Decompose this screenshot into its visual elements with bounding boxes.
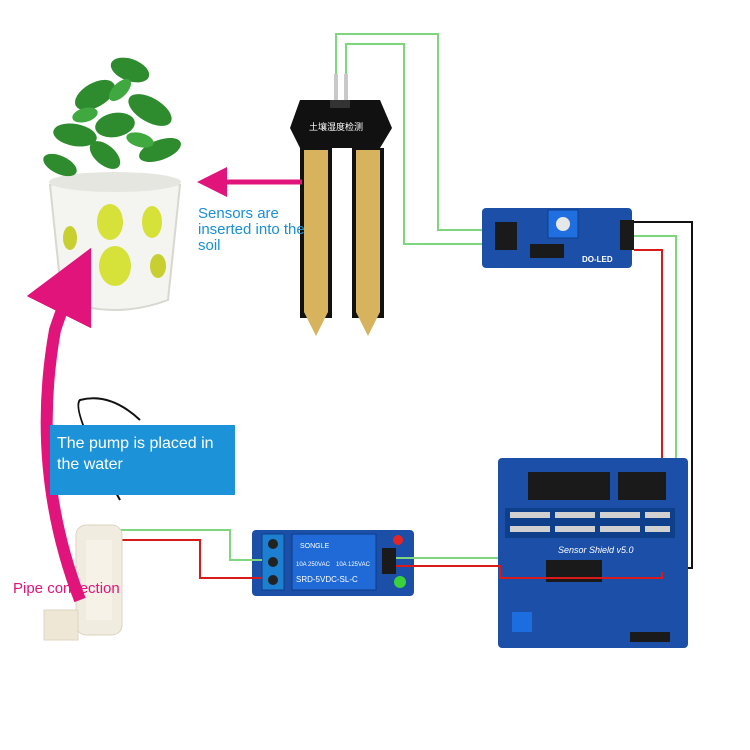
soil-probe-title: 土壤湿度检测 xyxy=(309,121,363,133)
shield-title: Sensor Shield v5.0 xyxy=(558,545,634,555)
plant-icon xyxy=(43,57,182,311)
relay-rating-2: 10A 125VAC xyxy=(336,562,371,568)
relay-module-icon: SONGLE 10A 250VAC 10A 125VAC SRD-5VDC-SL… xyxy=(252,530,414,596)
sensors-label: Sensors are inserted into the soil xyxy=(198,205,305,254)
relay-model: SRD-5VDC-SL-C xyxy=(296,575,358,584)
sensor-module-icon: DO-LED xyxy=(482,208,634,268)
relay-brand: SONGLE xyxy=(300,543,330,550)
pipe-label: Pipe connection xyxy=(13,580,120,597)
pump-label-box xyxy=(50,425,235,495)
arrow-icons xyxy=(26,167,302,603)
pump-icon xyxy=(43,397,141,641)
pump-label: The pump is placed in the water xyxy=(57,435,214,473)
sensor-module-led-label: DO-LED xyxy=(582,255,613,264)
sensor-shield-icon: Sensor Shield v5.0 xyxy=(498,458,688,648)
relay-wires xyxy=(120,529,663,579)
probe-wires xyxy=(335,33,495,245)
soil-probe-icon: 土壤湿度检测 xyxy=(290,74,392,336)
relay-rating-1: 10A 250VAC xyxy=(296,562,331,568)
